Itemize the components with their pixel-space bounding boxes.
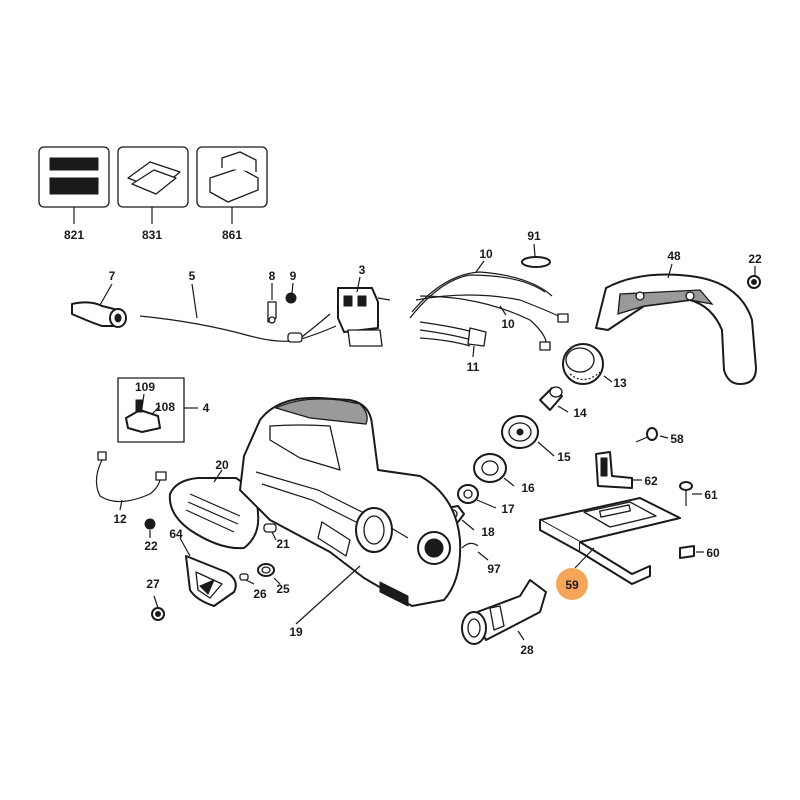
part-14-pin[interactable] [539,386,569,413]
label-17: 17 [501,502,515,516]
part-15-pulley[interactable] [501,415,555,457]
part-821-label-sheet[interactable] [38,146,110,224]
part-26-pin[interactable] [239,573,255,585]
label-19: 19 [289,625,303,639]
part-28-chip-ejector[interactable] [461,579,547,645]
label-10-bottom: 10 [501,317,515,331]
label-831: 831 [142,228,162,242]
part-831-manual[interactable] [117,146,189,224]
part-48-rear-housing[interactable] [595,263,757,385]
part-27-screw[interactable] [151,595,165,621]
part-labels: 821 831 861 91 7 5 8 9 3 10 10 11 48 22 … [64,228,762,657]
label-22-lower: 22 [144,539,158,553]
label-3: 3 [359,263,366,277]
label-22-top: 22 [748,252,762,266]
label-20: 20 [215,458,229,472]
part-60-clip[interactable] [679,545,704,559]
label-48: 48 [667,249,681,263]
label-12: 12 [113,512,127,526]
label-5: 5 [189,269,196,283]
part-22-screw-lower[interactable] [144,518,156,538]
part-13-depth-knob[interactable] [562,343,613,385]
part-9-screw[interactable] [285,282,297,304]
label-108: 108 [155,400,175,414]
label-821: 821 [64,228,84,242]
label-91: 91 [527,229,541,243]
label-861: 861 [222,228,242,242]
label-11: 11 [467,360,480,374]
label-58: 58 [670,432,684,446]
part-10-wire-set[interactable] [409,260,569,351]
label-27: 27 [146,577,160,591]
part-21-pin[interactable] [263,523,277,541]
part-5-power-cable[interactable] [139,283,337,343]
label-16: 16 [521,481,535,495]
label-14: 14 [573,406,587,420]
label-28: 28 [520,643,534,657]
label-64: 64 [169,527,183,541]
label-18: 18 [481,525,495,539]
label-109: 109 [135,380,155,394]
label-25: 25 [276,582,290,596]
part-58-bolt[interactable] [635,427,669,443]
part-11-connector[interactable] [419,321,487,358]
label-10-top: 10 [479,247,493,261]
label-8: 8 [269,269,276,283]
part-16-bearing[interactable] [473,453,515,487]
part-20-belt-cover[interactable] [168,469,260,550]
part-64-guard[interactable] [179,537,237,607]
part-61-screw[interactable] [679,481,702,506]
part-12-cable-loop[interactable] [95,451,167,511]
part-59-fence[interactable] [539,497,681,585]
label-15: 15 [557,450,571,464]
part-17-washer[interactable] [457,484,497,509]
part-19-planer-housing[interactable] [239,396,462,625]
label-9: 9 [290,269,297,283]
part-22-screw-top[interactable] [747,266,761,289]
label-21: 21 [276,537,290,551]
part-91-cap[interactable] [521,243,551,268]
label-60: 60 [706,546,720,560]
part-4-inset-assembly[interactable] [117,377,198,443]
part-8-cable-clamp[interactable] [267,283,277,324]
part-3-switch[interactable] [337,276,391,347]
label-61: 61 [704,488,718,502]
part-25-spring[interactable] [257,563,281,585]
label-4: 4 [203,401,210,415]
highlight-marker-59 [556,568,588,600]
label-26: 26 [253,587,267,601]
part-97-clip[interactable] [461,542,489,561]
label-97: 97 [487,562,501,576]
label-59: 59 [565,578,579,592]
label-13: 13 [613,376,627,390]
part-62-bracket[interactable] [595,451,642,489]
label-7: 7 [109,269,116,283]
label-62: 62 [644,474,658,488]
part-861-case[interactable] [196,146,268,224]
part-7-cord-guard[interactable] [71,283,127,328]
